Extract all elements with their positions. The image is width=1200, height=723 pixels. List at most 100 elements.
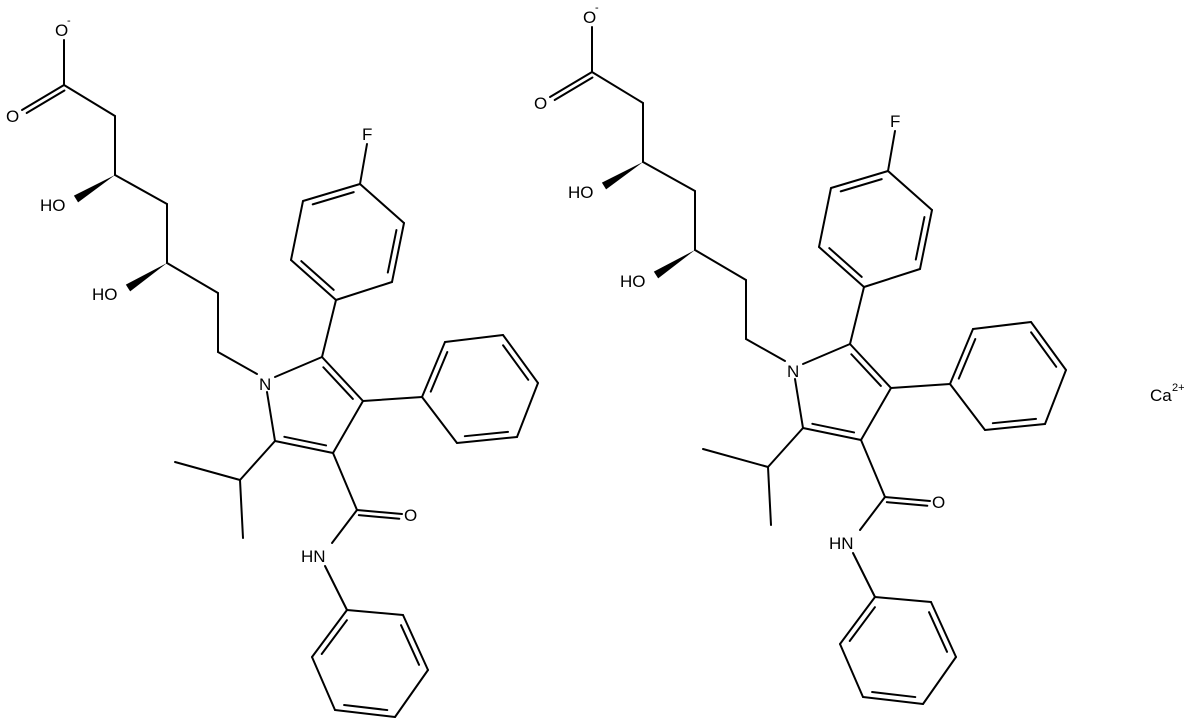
pyrrole-bond [266,391,276,442]
atom-label-pyrrole-n: N [259,375,271,394]
double-bond-line [914,216,926,261]
n-alkyl-bond [217,351,258,375]
n-alkyl-bond [745,338,786,362]
anilide-ring-bond [930,601,957,658]
pyrrole-bond [860,387,892,441]
charge-label: - [67,15,71,27]
double-bond-line [357,514,401,520]
double-bond-line [1030,331,1058,368]
pyrrole-bond [849,343,892,389]
anilide-ring-bond [839,596,876,645]
atom-label-fluorine: F [890,112,900,131]
pyrrole-bond [274,356,323,378]
carbonyl-bond [549,71,593,98]
phenyl-ring-bond [421,396,458,444]
pyrrole-bond [802,343,851,365]
phenyl-ring-bond [421,341,446,398]
phenyl-ring-bond [502,334,539,384]
single-bond [362,396,423,402]
fluorophenyl-ring-bond [919,209,933,270]
atom-label-amide-o: O [932,493,945,512]
fluorophenyl-ring-bond [830,170,889,189]
anilide-ring-bond [402,614,429,671]
wedge-bond [601,162,643,190]
phenyl-ring-bond [1044,369,1067,425]
c-f-bond [887,130,896,172]
fluorophenyl-ring-bond [335,281,393,301]
atom-label-hydroxyl-3: HO [568,183,594,202]
phenyl-ring-bond [444,334,504,343]
anilide-ring-bond [922,656,957,705]
atom-label-fluorine: F [362,125,372,144]
wedge-bond [653,250,695,279]
atom-label-carbonyl-o: O [6,107,19,126]
double-bond-line [300,260,335,291]
anilide-ring-bond [839,643,864,698]
anilide-ring-bond [874,596,932,603]
bonds [549,26,1067,705]
atorvastatin-anion-2: O - O HO HO F N HN O [534,2,1067,705]
pyrrole-bond [274,440,334,454]
single-bond [63,84,116,117]
atom-label-amide-nh: HN [301,547,326,566]
fluorophenyl-ring-bond [290,200,304,261]
anilide-ring-bond [311,656,336,711]
double-bond-line [991,417,1038,425]
atom-label-carboxylate-o: O [55,21,68,40]
single-bond [332,452,358,511]
double-bond-line [311,191,355,206]
fluorophenyl-ring-bond [887,170,933,211]
pyrrole-bond [802,427,862,441]
atom-label-hydroxyl-3: HO [40,196,66,215]
single-bond [694,249,747,281]
double-bond-line [828,247,863,278]
calcium-charge-label: 2+ [1172,382,1185,394]
atom-label-hydroxyl-5: HO [620,272,646,291]
calcium-counterion: Ca 2+ [1150,382,1185,405]
phenyl-ring-bond [949,328,974,385]
fluorophenyl-ring-bond [391,222,405,283]
isopropyl-bond [767,427,804,468]
pyrrole-bond [321,356,364,402]
atorvastatin-anion-1: O - O HO HO F N HN O [6,15,539,718]
wedge-bond [73,175,115,203]
pyrrole-bond [794,378,804,429]
double-bond-line [839,178,883,193]
single-bond [591,71,644,104]
atom-label-hydroxyl-5: HO [92,285,118,304]
single-bond [890,383,951,389]
single-bond [852,552,876,598]
pyrrole-bond [332,400,364,454]
phenyl-ring-bond [949,383,986,431]
double-bond-line [25,89,66,115]
anilide-ring-bond [346,609,404,616]
fluorophenyl-ring-bond [302,183,361,202]
double-bond-line [553,76,594,102]
double-bond-line [850,353,882,387]
double-bond-line [928,611,949,653]
single-bond [331,509,358,544]
wedge-bond [125,263,167,292]
single-bond [324,565,348,611]
double-bond-line [811,422,856,434]
phenyl-ring-bond [972,321,1032,330]
anilide-ring-bond [862,696,924,705]
double-bond-line [322,366,354,400]
anilide-ring-bond [334,709,396,718]
double-bond-line [502,344,530,381]
single-bond [166,262,219,294]
single-bond [860,439,886,498]
double-bond-line [429,351,449,393]
single-bond [859,496,886,531]
double-bond-line [320,619,348,656]
double-bond-line [957,338,977,380]
double-bond-line [848,606,876,643]
single-bond [321,299,337,358]
atom-label-pyrrole-n: N [787,362,799,381]
amide-carbonyl-bond [356,509,403,515]
double-bond-line [463,430,510,438]
charge-label: - [595,2,599,14]
fluorophenyl-ring-bond [863,268,921,288]
double-bond-line [283,435,328,447]
